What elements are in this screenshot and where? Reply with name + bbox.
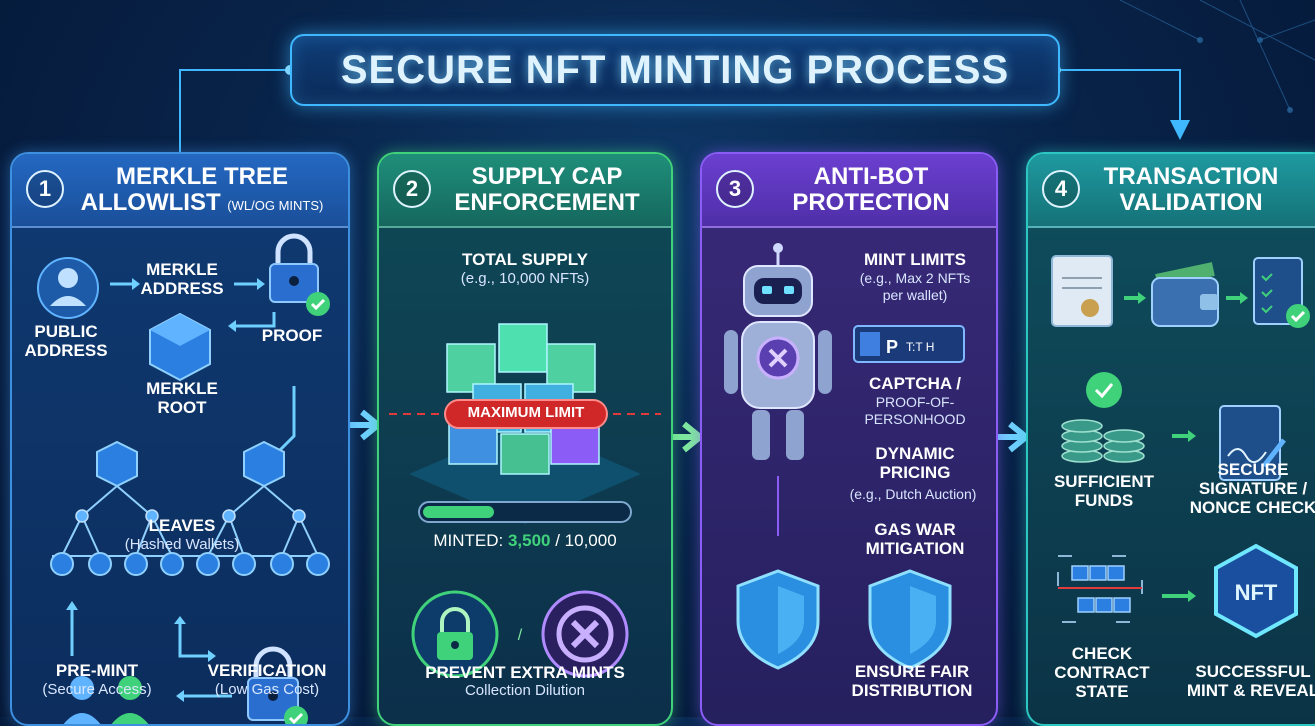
verification-sublabel: (Low Gas Cost)	[214, 681, 320, 698]
proof-label: PROOF	[261, 326, 323, 345]
prevent-extra-mints-label: PREVENT EXTRA MINTS	[425, 663, 625, 682]
total-supply-sublabel: (e.g., 10,000 NFTs)	[460, 270, 590, 287]
panel-header: 4 TRANSACTION VALIDATION	[1028, 154, 1315, 228]
max-limit-badge	[444, 399, 608, 429]
panel-title-allowlist: ALLOWLIST	[80, 189, 221, 216]
panel-title-line2: ALLOWLIST (WL/OG MINTS)	[72, 190, 332, 219]
minted-label: MINTED:	[433, 531, 504, 550]
panel-supply-cap: 2 SUPPLY CAP ENFORCEMENT TOTAL SUPPLY (e…	[377, 152, 673, 726]
merkle-root-cube-icon	[149, 312, 211, 382]
panel-title-line1: SUPPLY CAP	[471, 163, 623, 190]
premint-label: PRE-MINT	[55, 661, 139, 680]
panel-header: 1 MERKLE TREE ALLOWLIST (WL/OG MINTS)	[12, 154, 348, 228]
wallet-icon	[1151, 262, 1219, 327]
leaves-label: LEAVES	[148, 516, 216, 535]
panel-title: MERKLE TREE ALLOWLIST (WL/OG MINTS)	[72, 164, 332, 219]
panel-header: 2 SUPPLY CAP ENFORCEMENT	[379, 154, 671, 228]
leaf-nodes	[50, 552, 330, 576]
panel-title-line2: ENFORCEMENT	[454, 189, 640, 216]
panel-title-line2: VALIDATION	[1119, 189, 1263, 216]
coins-check-icon	[1061, 372, 1145, 463]
signature-document-icon	[1219, 405, 1286, 481]
panel-transaction-validation: 4 TRANSACTION VALIDATION	[1026, 152, 1315, 726]
svg-text:/: /	[518, 627, 523, 644]
minted-counter: MINTED: 3,500 / 10,000	[399, 532, 651, 549]
captcha-icon: P T:T H	[853, 325, 965, 363]
robot-icon	[724, 243, 832, 460]
step-number: 4	[1042, 170, 1080, 208]
captcha-sublabel: PROOF-OF-PERSONHOOD	[864, 394, 966, 427]
step-number: 2	[393, 170, 431, 208]
left-node-cube-icon	[96, 440, 138, 488]
panel-merkle-allowlist: 1 MERKLE TREE ALLOWLIST (WL/OG MINTS)	[10, 152, 350, 726]
smart-contract-icon	[1051, 255, 1113, 327]
flow-arrow-2	[672, 421, 709, 453]
panel-title-line2: PROTECTION	[792, 189, 950, 216]
max-limit-label: MAXIMUM LIMIT	[467, 404, 585, 421]
svg-text:NFT: NFT	[1235, 580, 1278, 605]
nft-hexagon-icon: NFT	[1214, 543, 1298, 639]
validation-diagram: NFT	[1051, 255, 1310, 639]
panel-title-line1: ANTI-BOT	[813, 163, 929, 190]
panel-title-suffix: (WL/OG MINTS)	[227, 198, 324, 213]
shield-icon-right	[868, 569, 952, 670]
minted-total: / 10,000	[555, 531, 617, 550]
prevent-extra-mints-sublabel: Collection Dilution	[464, 682, 586, 699]
panel-header: 3 ANTI-BOT PROTECTION	[702, 154, 996, 228]
merkle-tree-diagram	[37, 233, 330, 724]
panel-title: ANTI-BOT PROTECTION	[758, 164, 984, 216]
panel-title: TRANSACTION VALIDATION	[1084, 164, 1298, 216]
supply-cubes-diagram: /	[389, 323, 661, 678]
shield-icon-left	[736, 569, 820, 670]
right-node-cube-icon	[243, 440, 285, 488]
cancel-circle-icon	[541, 590, 629, 678]
panel-title-line1: TRANSACTION	[1103, 163, 1279, 190]
premint-sublabel: (Secure Access)	[42, 681, 152, 698]
anti-bot-diagram: P T:T H	[724, 243, 965, 670]
step-number: 3	[716, 170, 754, 208]
user-icon	[37, 257, 99, 319]
page-title: SECURE NFT MINTING PROCESS	[290, 34, 1060, 106]
step-number: 1	[26, 170, 64, 208]
contract-state-icon	[1057, 555, 1143, 623]
svg-text:T:T H: T:T H	[906, 340, 934, 354]
captcha-label: CAPTCHA /	[869, 374, 961, 393]
panel-title: SUPPLY CAP ENFORCEMENT	[435, 164, 659, 216]
leaves-sublabel: (Hashed Wallets)	[124, 536, 240, 553]
checklist-icon	[1253, 257, 1310, 328]
total-supply-label: TOTAL SUPPLY	[462, 250, 588, 269]
dynamic-pricing-sublabel: (e.g., Dutch Auction)	[849, 486, 977, 502]
lock-circle-icon	[411, 590, 499, 678]
panel-title-line1: MERKLE TREE	[115, 163, 288, 190]
flow-arrow-1	[350, 409, 387, 441]
minted-value: 3,500	[507, 531, 551, 550]
panel-anti-bot: 3 ANTI-BOT PROTECTION P T:T H	[700, 152, 998, 726]
lock-check-icon	[269, 233, 330, 316]
mint-limits-label: MINT LIMITS	[864, 250, 966, 269]
svg-text:P: P	[886, 337, 898, 357]
flow-arrow-3	[996, 421, 1035, 453]
minted-progress-fill	[423, 506, 494, 518]
verification-label: VERIFICATION	[207, 661, 327, 680]
